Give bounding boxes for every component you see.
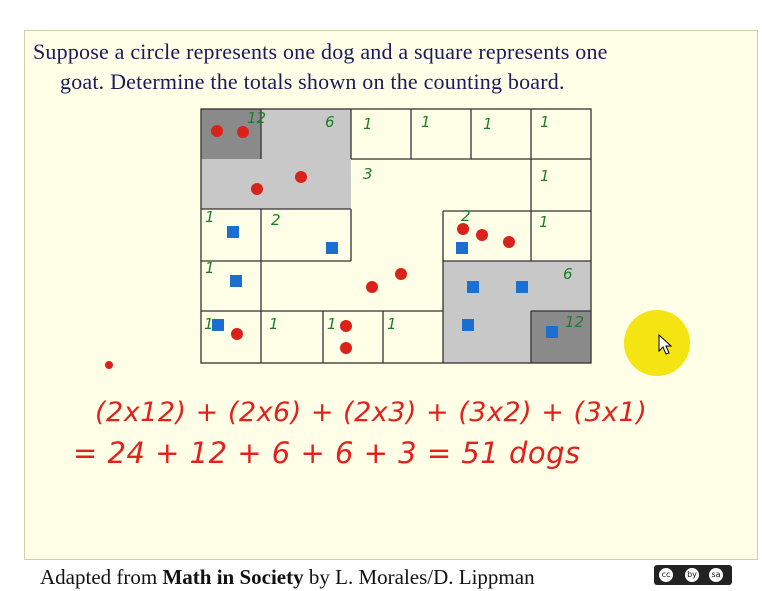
- cell-value-12: 12: [247, 109, 266, 127]
- dog-circle: [366, 281, 378, 293]
- cc-icon: cc: [658, 567, 674, 583]
- cell-value-1: 1: [483, 115, 493, 133]
- cell-value-3: 3: [363, 165, 373, 183]
- dog-circle: [295, 171, 307, 183]
- goat-square: [516, 281, 528, 293]
- problem-line-2: goat. Determine the totals shown on the …: [60, 69, 565, 94]
- cell-value-12: 12: [565, 313, 584, 331]
- pointer-highlight: [624, 310, 690, 376]
- dog-circle: [237, 126, 249, 138]
- cell-value-1: 1: [421, 113, 431, 131]
- cell-value-1: 1: [205, 259, 215, 277]
- board-grid: [200, 108, 592, 364]
- attribution-text: Adapted from Math in Society by L. Moral…: [40, 565, 535, 590]
- cell-value-1: 1: [540, 167, 550, 185]
- cell-value-1: 1: [269, 315, 279, 333]
- goat-square: [227, 226, 239, 238]
- cell-value-6: 6: [563, 265, 573, 283]
- sa-icon: sa: [708, 567, 724, 583]
- dog-circle: [395, 268, 407, 280]
- cell-value-1: 1: [205, 208, 215, 226]
- cell-value-2: 2: [461, 207, 471, 225]
- cell-value-1: 1: [327, 315, 337, 333]
- dog-circle: [503, 236, 515, 248]
- dog-circle: [457, 223, 469, 235]
- goat-square: [456, 242, 468, 254]
- dog-circle: [476, 229, 488, 241]
- goat-square: [326, 242, 338, 254]
- handwritten-work: (2x12) + (2x6) + (2x3) + (3x2) + (3x1) =…: [73, 397, 647, 470]
- cell-value-1: 1: [387, 315, 397, 333]
- dog-circle: [251, 183, 263, 195]
- shaded-region-twelve-top: [201, 109, 261, 159]
- cell-value-1: 1: [540, 113, 550, 131]
- cell-values: 12 6 1 1 1 1 3 1 1 2 2 1 1 6 1 1 1 1 12: [204, 109, 584, 333]
- stray-red-dot: [105, 361, 113, 369]
- goat-square: [230, 275, 242, 287]
- goat-square: [467, 281, 479, 293]
- attribution-bar: Adapted from Math in Society by L. Moral…: [0, 562, 762, 591]
- work-line-2: = 24 + 12 + 6 + 6 + 3 = 51 dogs: [73, 436, 581, 470]
- dogs: [105, 125, 515, 369]
- attribution-authors: by L. Morales/D. Lippman: [303, 565, 535, 589]
- cell-value-1: 1: [539, 213, 549, 231]
- goat-square: [546, 326, 558, 338]
- attribution-book: Math in Society: [162, 565, 304, 589]
- by-icon: by: [684, 567, 700, 583]
- cell-value-2: 2: [271, 211, 281, 229]
- attribution-prefix: Adapted from: [40, 565, 163, 589]
- counting-board-drawing: 12 6 1 1 1 1 3 1 1 2 2 1 1 6 1 1 1 1 12: [73, 108, 690, 470]
- goat-square: [212, 319, 224, 331]
- cell-value-1: 1: [363, 115, 373, 133]
- mouse-cursor-icon: [658, 333, 673, 355]
- goats: [212, 226, 558, 338]
- creative-commons-badge-icon: cc by sa: [654, 565, 732, 585]
- dog-circle: [211, 125, 223, 137]
- work-line-1: (2x12) + (2x6) + (2x3) + (3x2) + (3x1): [95, 397, 647, 428]
- dog-circle: [340, 320, 352, 332]
- slide: Suppose a circle represents one dog and …: [24, 30, 758, 560]
- dog-circle: [340, 342, 352, 354]
- problem-line-1: Suppose a circle represents one dog and …: [33, 39, 608, 64]
- shaded-region-twelve-bottom: [531, 311, 591, 363]
- goat-square: [462, 319, 474, 331]
- cell-value-1: 1: [204, 315, 214, 333]
- dog-circle: [231, 328, 243, 340]
- cell-value-6: 6: [325, 113, 335, 131]
- problem-statement: Suppose a circle represents one dog and …: [33, 37, 757, 97]
